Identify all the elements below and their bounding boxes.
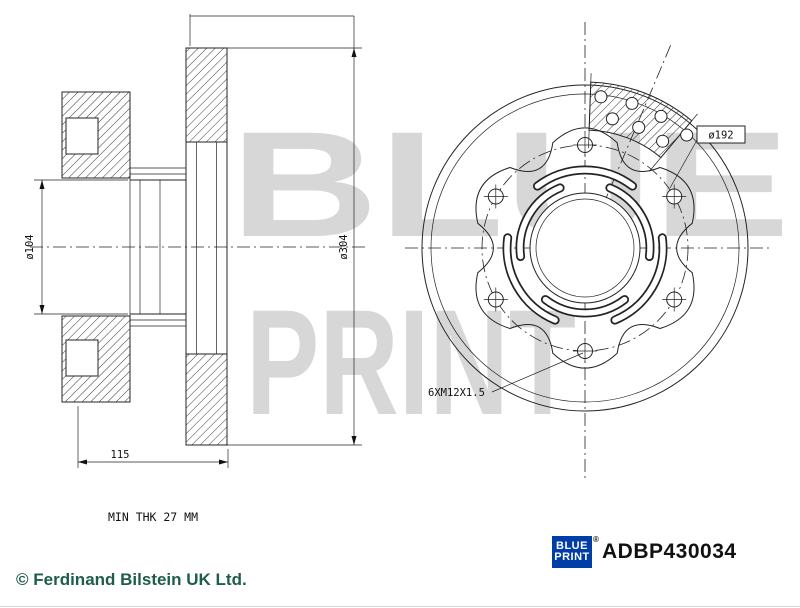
registered-trademark-symbol: ® bbox=[593, 535, 599, 544]
dim-overall-depth-label: 115 bbox=[111, 449, 130, 461]
dim-outer-diameter: ø304 bbox=[227, 47, 362, 446]
disc-outer-circle bbox=[421, 84, 749, 412]
bolt-hole bbox=[662, 287, 687, 312]
bolt-hole bbox=[573, 339, 597, 363]
dim-bore-label: ø104 bbox=[24, 234, 36, 259]
watermark-line2: PRINT bbox=[246, 278, 576, 446]
center-bore-inner-circle bbox=[535, 198, 635, 298]
disc-face-circle bbox=[430, 93, 740, 403]
part-number: ADBP430034 bbox=[602, 540, 737, 563]
bottom-border-line bbox=[0, 606, 800, 607]
front-view: ø192 6XM12X1.5 bbox=[405, 22, 772, 478]
min-thickness-note: MIN THK 27 MM bbox=[108, 510, 198, 524]
bolt-holes bbox=[483, 133, 687, 363]
dim-overall-depth: 115 bbox=[77, 406, 229, 468]
flange-slots bbox=[502, 165, 668, 325]
blueprint-logo: BLUE PRINT bbox=[552, 536, 592, 568]
section-top-reference-lines bbox=[189, 14, 355, 48]
copyright-text: © Ferdinand Bilstein UK Ltd. bbox=[16, 570, 247, 589]
dim-bolt-thread: 6XM12X1.5 bbox=[428, 352, 584, 399]
dim-bolt-circle: ø192 bbox=[669, 125, 746, 189]
section-hatched-areas bbox=[61, 47, 228, 446]
bolt-hole bbox=[483, 287, 508, 312]
blueprint-logo-line2: PRINT bbox=[554, 551, 590, 563]
dim-bore: ø104 bbox=[24, 179, 128, 315]
center-bore-circle bbox=[529, 192, 641, 304]
blueprint-logo-line1: BLUE bbox=[556, 540, 588, 552]
hub-flange-outline bbox=[475, 127, 695, 369]
disc-ring-section bbox=[185, 47, 228, 446]
section-view: ø104 ø304 115 MIN THK 27 MM bbox=[24, 14, 368, 524]
hub-flange-section bbox=[61, 91, 131, 403]
bolt-hole bbox=[483, 184, 508, 209]
dim-bolt-circle-label: ø192 bbox=[708, 130, 733, 142]
shield-section-wedge bbox=[588, 73, 698, 172]
shield-stud-holes bbox=[594, 90, 694, 148]
dim-outer-diameter-label: ø304 bbox=[338, 234, 350, 259]
bolt-hole bbox=[662, 184, 687, 209]
bolt-thread-spec-label: 6XM12X1.5 bbox=[428, 387, 485, 399]
